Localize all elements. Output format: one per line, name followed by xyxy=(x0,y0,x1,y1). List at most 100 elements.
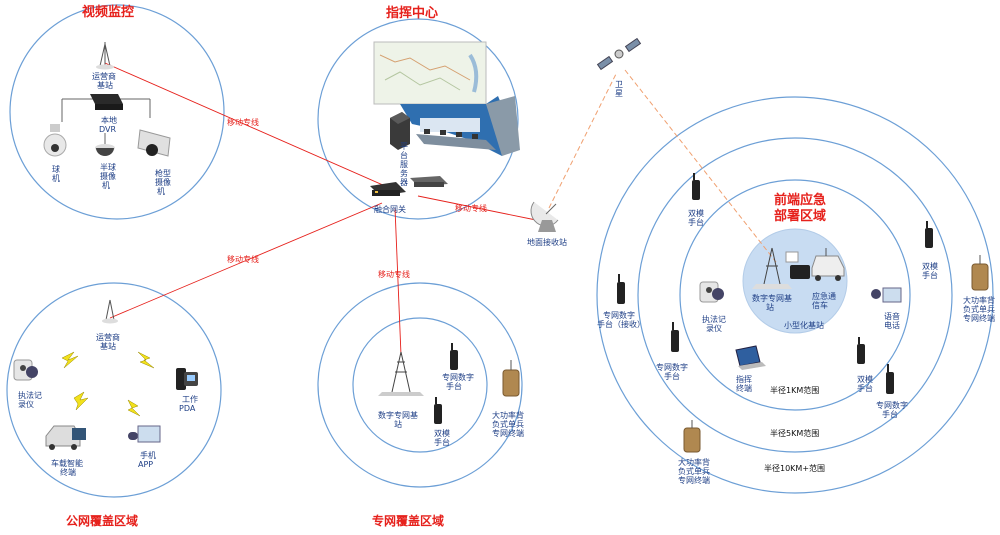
backpack-right-label-2: 负式单兵 xyxy=(963,304,995,314)
voice-phone-icon xyxy=(871,287,902,303)
private-backpack-label-3: 专网终端 xyxy=(492,428,524,438)
title-command: 指挥中心 xyxy=(386,5,438,21)
private-base-label-1: 数字专网基 xyxy=(378,410,418,420)
video-zone-ring xyxy=(9,4,225,220)
server-label-2: 台 xyxy=(400,150,408,160)
public-zone-ring xyxy=(6,282,222,498)
link-label-public: 移动专线 xyxy=(227,254,259,264)
emergency-vehicle-icon xyxy=(811,248,845,281)
video-wall-icon xyxy=(373,41,520,156)
mini-station-icon xyxy=(785,251,810,279)
satellite-label-2: 星 xyxy=(615,89,623,98)
radio-right-label-1: 专网数字 xyxy=(876,400,908,410)
radio-left-label-1: 专网数字 xyxy=(656,362,688,372)
front-ring-10km xyxy=(596,96,994,494)
title-public: 公网覆盖区域 xyxy=(66,513,138,528)
satellite-icon xyxy=(596,37,642,71)
voice-phone-label-2: 电话 xyxy=(884,320,900,330)
public-recorder-label-1: 执法记 xyxy=(18,390,42,400)
backpack-right-label-3: 专网终端 xyxy=(963,313,995,323)
box-cam-label-2: 摄像 xyxy=(155,177,171,187)
front-station-label-1: 数字专网基 xyxy=(752,293,792,303)
title-front-2: 部署区域 xyxy=(774,208,826,224)
voice-phone-label-1: 语音 xyxy=(884,311,900,321)
link-gateway-ground xyxy=(417,195,537,221)
video-base-station-label-2: 基站 xyxy=(97,80,113,90)
vehicle-terminal-icon xyxy=(45,425,86,450)
front-dual-top-icon xyxy=(692,173,700,200)
front-station-label-2: 站 xyxy=(766,302,774,312)
private-backpack-label-2: 负式单兵 xyxy=(492,419,524,429)
gateway-icon xyxy=(370,182,406,196)
radio-relay-label-1: 专网数字 xyxy=(603,310,635,320)
public-recorder-icon xyxy=(13,359,38,381)
phone-app-icon xyxy=(128,425,161,443)
gateway-label: 融合网关 xyxy=(374,204,406,214)
private-dual-label-2: 手台 xyxy=(434,437,450,447)
front-dual-top-label-1: 双模 xyxy=(688,208,704,218)
server-label-4: 务 xyxy=(400,168,408,178)
vehicle-label-1: 应急通 xyxy=(812,291,836,301)
front-ring-5km xyxy=(637,137,953,453)
box-cam-label-3: 机 xyxy=(157,186,165,196)
box-camera-icon xyxy=(137,129,171,157)
half-dome-label-2: 摄像 xyxy=(100,171,116,181)
backpack-bottom-label-1: 大功率背 xyxy=(678,457,710,467)
phone-app-label-1: 手机 xyxy=(140,450,156,460)
front-dual-right-icon xyxy=(925,221,933,248)
front-digital-station-icon xyxy=(752,247,792,289)
front-dual-bottom-label-1: 双模 xyxy=(857,374,873,384)
pda-label-2: PDA xyxy=(179,404,196,413)
backpack-bottom-label-3: 专网终端 xyxy=(678,475,710,485)
range-1km-label: 半径1KM范围 xyxy=(770,385,819,395)
phone-app-label-2: APP xyxy=(138,460,153,469)
mini-station-label: 小型化基站 xyxy=(784,320,824,330)
dvr-label-2: DVR xyxy=(99,125,116,134)
vehicle-label-1: 车载智能 xyxy=(51,458,83,468)
command-zone-ring xyxy=(317,18,519,220)
ground-station-dish-icon xyxy=(530,201,559,232)
link-video-gateway xyxy=(104,62,393,190)
front-recorder-label-2: 录仪 xyxy=(706,324,722,333)
private-base-station-icon xyxy=(378,351,424,396)
public-base-label-1: 运营商 xyxy=(96,332,120,342)
router-icon xyxy=(410,176,448,187)
front-recorder-icon xyxy=(699,281,724,303)
link-gateway-private xyxy=(394,207,402,356)
public-base-label-2: 基站 xyxy=(100,341,116,351)
title-private: 专网覆盖区域 xyxy=(372,513,444,528)
front-radio-left-icon xyxy=(671,322,679,352)
ground-station-label: 地面接收站 xyxy=(527,237,567,247)
front-backpack-bottom-icon xyxy=(683,420,701,453)
front-dual-top-label-2: 手台 xyxy=(688,217,704,227)
half-dome-label-1: 半球 xyxy=(100,162,116,172)
dome-label-2: 机 xyxy=(52,173,60,183)
link-public-gateway xyxy=(109,202,383,319)
link-satellite-front xyxy=(624,69,777,263)
video-base-station-icon xyxy=(96,42,114,70)
front-dual-bottom-label-2: 手台 xyxy=(857,383,873,393)
public-base-station-icon xyxy=(102,299,118,324)
private-backpack-icon xyxy=(502,360,520,397)
private-base-label-2: 站 xyxy=(394,419,402,429)
half-dome-camera-icon xyxy=(95,144,115,156)
front-backpack-right-icon xyxy=(971,255,989,291)
console-desk-icon xyxy=(416,129,496,150)
vehicle-label-2: 终端 xyxy=(60,467,76,477)
radio-right-label-2: 手台 xyxy=(882,409,898,419)
vehicle-label-2: 信车 xyxy=(812,300,828,310)
private-radio-label-2: 手台 xyxy=(446,381,462,391)
platform-server-icon xyxy=(390,112,410,150)
half-dome-label-3: 机 xyxy=(102,180,110,190)
dome-camera-icon xyxy=(43,124,67,157)
title-video: 视频监控 xyxy=(82,4,134,20)
private-dual-label-1: 双模 xyxy=(434,428,450,438)
server-label-1: 平 xyxy=(400,142,408,151)
front-ring-1km xyxy=(679,179,911,411)
link-label-ground: 移动专线 xyxy=(455,203,487,213)
video-base-station-label-1: 运营商 xyxy=(92,71,116,81)
radio-relay-label-2: 手台（接收） xyxy=(597,319,645,329)
public-recorder-label-2: 录仪 xyxy=(18,400,34,409)
pda-icon xyxy=(176,368,198,390)
